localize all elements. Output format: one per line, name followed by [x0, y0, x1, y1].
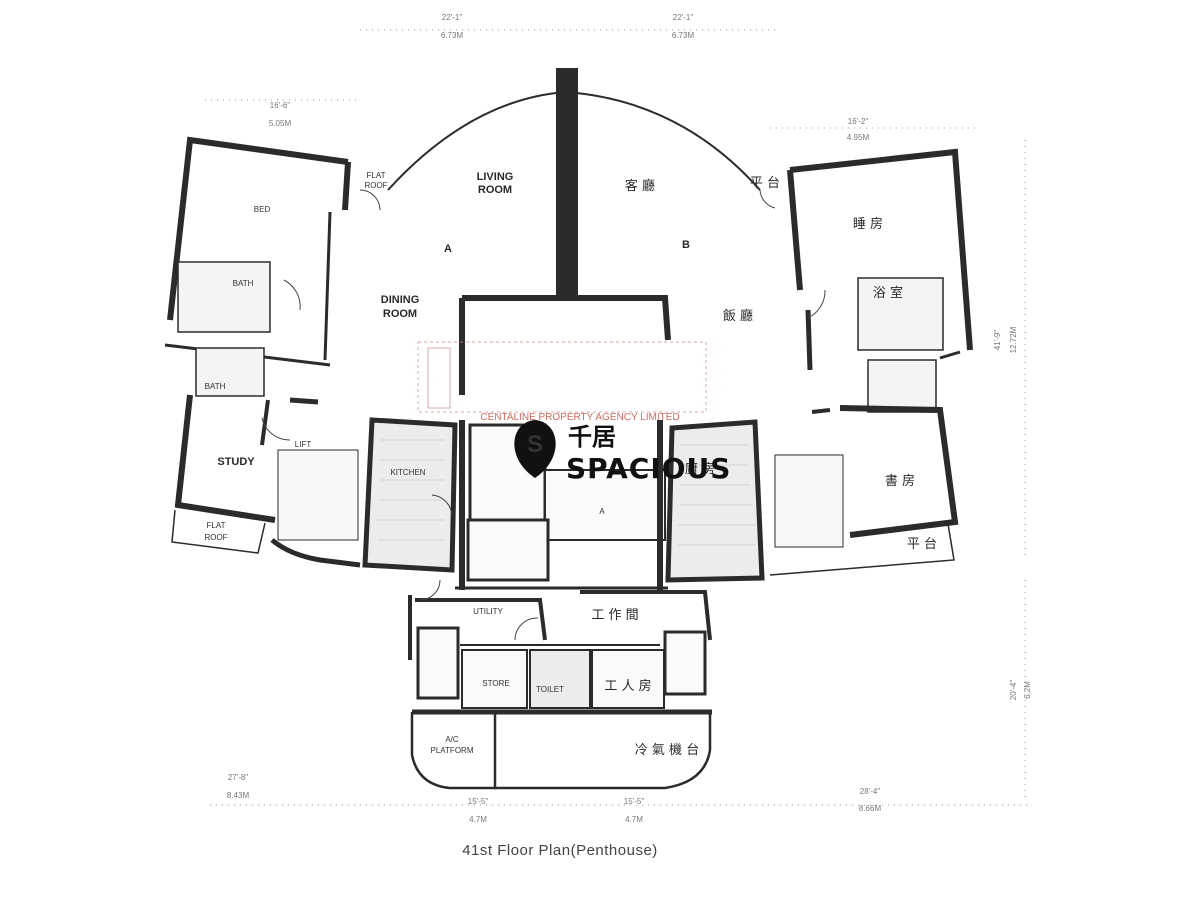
dim-bottom-left-metric: 8.43M: [227, 791, 250, 800]
flat-roof-top-left-1: FLAT: [367, 171, 386, 180]
dim-left-wing: 16'-6": [270, 101, 291, 110]
walls: [164, 68, 973, 790]
dim-right-wing-metric: 4.95M: [847, 133, 870, 142]
maid-room-label-cn: 工 人 房: [604, 678, 651, 694]
bedroom-right-label-cn: 睡 房: [853, 216, 883, 232]
agency-name: CENTALINE PROPERTY AGENCY LIMITED: [480, 412, 679, 423]
utility-label: UTILITY: [473, 607, 503, 616]
room-labels: LIVING ROOM 客 廳 A B DINING ROOM 飯 廳 FLAT…: [204, 171, 937, 758]
study-right-label-cn: 書 房: [885, 473, 915, 489]
utility-label-cn: 工 作 間: [591, 608, 638, 623]
dim-bottom-left: 27'-8": [228, 773, 249, 782]
dining-room-label-2: ROOM: [383, 308, 417, 320]
logo-badge-icon: [517, 425, 553, 461]
flat-roof-top-left-2: ROOF: [364, 181, 387, 190]
dim-right-lower: 20'-4": [1009, 680, 1018, 701]
dimension-lines: [205, 29, 1030, 806]
brand-english: SPACIOUS: [566, 452, 731, 485]
ac-platform-label-2: PLATFORM: [431, 746, 474, 755]
dim-bottom-mid-left-metric: 4.7M: [469, 815, 487, 824]
bath-right-label-cn: 浴 室: [873, 285, 903, 301]
ac-platform-label-cn: 冷 氣 機 台: [635, 743, 699, 758]
unit-b-label: B: [682, 239, 690, 251]
dim-right-side: 41'-9": [993, 330, 1002, 351]
dim-top-right: 22'-1": [673, 13, 694, 22]
living-room-label-2: ROOM: [478, 184, 512, 196]
logo-letter: S: [527, 431, 543, 458]
agency-stamp: CENTALINE PROPERTY AGENCY LIMITED: [417, 341, 707, 423]
living-room-label-cn: 客 廳: [625, 178, 655, 194]
core-a-label: A: [599, 507, 605, 516]
lift-label: LIFT: [295, 440, 312, 449]
bath-lower-label: BATH: [205, 382, 226, 391]
store-label: STORE: [482, 679, 509, 688]
dim-left-wing-metric: 5.05M: [269, 119, 292, 128]
tile-pattern: [378, 439, 756, 546]
dining-room-label-1: DINING: [381, 294, 420, 306]
kitchen-left-label: KITCHEN: [390, 468, 425, 477]
flat-roof-bottom-left-2: ROOF: [204, 533, 227, 542]
dim-bottom-mid-right: 15'-5": [624, 797, 645, 806]
dim-bottom-right-metric: 8.66M: [859, 804, 882, 813]
dim-right-side-metric: 12.72M: [1009, 326, 1018, 353]
door-swings: [261, 189, 826, 641]
ac-platform-label-1: A/C: [445, 735, 459, 744]
flat-roof-top-right-cn: 平 台: [750, 176, 780, 191]
dim-right-wing: 16'-2": [848, 117, 869, 126]
floor-plan-caption: 41st Floor Plan(Penthouse): [462, 842, 658, 859]
dim-bottom-mid-left: 15'-5": [468, 797, 489, 806]
dining-room-label-cn: 飯 廳: [723, 308, 753, 324]
dim-bottom-mid-right-metric: 4.7M: [625, 815, 643, 824]
bath-upper-label: BATH: [233, 279, 254, 288]
dim-top-left: 22'-1": [442, 13, 463, 22]
kitchen-right-label-cn: 廚 房: [685, 461, 715, 477]
dim-top-left-metric: 6.73M: [441, 31, 464, 40]
unit-a-label: A: [444, 243, 452, 255]
living-room-label-1: LIVING: [477, 171, 514, 183]
study-label: STUDY: [217, 456, 255, 468]
flat-roof-bottom-right-cn: 平 台: [907, 537, 937, 552]
dim-bottom-right: 28'-4": [860, 787, 881, 796]
dimension-labels: 22'-1" 6.73M 22'-1" 6.73M 16'-6" 5.05M 1…: [227, 13, 1032, 824]
toilet-label: TOILET: [536, 685, 564, 694]
dim-top-right-metric: 6.73M: [672, 31, 695, 40]
dim-right-lower-metric: 6.2M: [1023, 681, 1032, 699]
brand-chinese: 千居: [568, 423, 616, 451]
spacious-logo: S 千居 SPACIOUS: [514, 420, 731, 485]
flat-roof-bottom-left-1: FLAT: [207, 521, 226, 530]
bedroom-left-label: BED: [254, 205, 271, 214]
